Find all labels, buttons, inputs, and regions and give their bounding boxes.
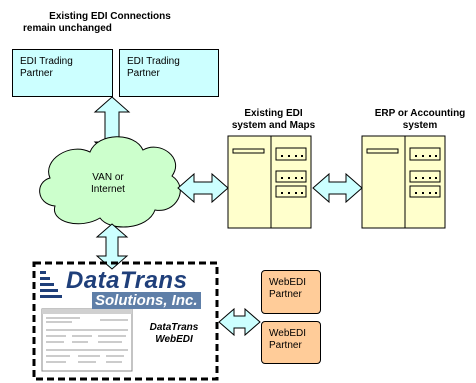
webedi-partner-2-line1: WebEDI xyxy=(269,328,307,339)
edi-system-line1: Existing EDI xyxy=(244,108,303,119)
webedi-partner-box-2: WebEDI Partner xyxy=(261,321,321,364)
arrow-van-datatrans xyxy=(95,223,129,270)
erp-server xyxy=(361,135,446,229)
van-line1: VAN or xyxy=(92,172,124,183)
datatrans-logo-tagline: Solutions, Inc. xyxy=(92,292,201,309)
webedi-partner-1-line2: Partner xyxy=(269,289,302,300)
edi-trading-partner-box-1: EDI Trading Partner xyxy=(12,49,113,97)
datatrans-webedi-caption: DataTrans WebEDI xyxy=(134,322,214,346)
arrow-edi-erp xyxy=(312,172,363,204)
webedi-partner-box-1: WebEDI Partner xyxy=(261,270,321,314)
datatrans-dashed-frame xyxy=(32,261,219,381)
arrow-van-edi xyxy=(177,172,229,204)
edi-trading-partner-2-line2: Partner xyxy=(127,68,160,79)
erp-line1: ERP or Accounting xyxy=(374,108,466,119)
van-internet-label: VAN or Internet xyxy=(78,172,138,196)
edi-trading-partner-1-line1: EDI Trading xyxy=(20,56,73,67)
edi-system-server xyxy=(227,135,312,229)
webedi-partner-1-line1: WebEDI xyxy=(269,277,307,288)
edi-trading-partner-1-line2: Partner xyxy=(20,68,53,79)
edi-trading-partner-box-2: EDI Trading Partner xyxy=(119,49,219,97)
erp-line2: system xyxy=(402,120,438,131)
van-cloud xyxy=(39,136,181,228)
existing-connections-line1: Existing EDI Connections xyxy=(49,11,171,22)
existing-connections-heading: Existing EDI Connections remain unchange… xyxy=(20,11,200,35)
datatrans-caption-line1: DataTrans xyxy=(149,322,199,333)
edi-system-line2: system and Maps xyxy=(231,120,316,131)
arrow-datatrans-webedi xyxy=(218,307,261,337)
webedi-screenshot-thumbnail xyxy=(41,308,133,372)
erp-label: ERP or Accounting system xyxy=(364,108,476,132)
webedi-partner-2-line2: Partner xyxy=(269,340,302,351)
datatrans-logo-wordmark: DataTrans xyxy=(66,267,188,294)
datatrans-caption-line2: WebEDI xyxy=(155,334,193,345)
edi-trading-partner-2-line1: EDI Trading xyxy=(127,56,180,67)
datatrans-logo-stripes xyxy=(40,271,62,298)
edi-system-label: Existing EDI system and Maps xyxy=(226,108,321,132)
existing-connections-line2: remain unchanged xyxy=(23,23,112,34)
van-line2: Internet xyxy=(91,184,125,195)
